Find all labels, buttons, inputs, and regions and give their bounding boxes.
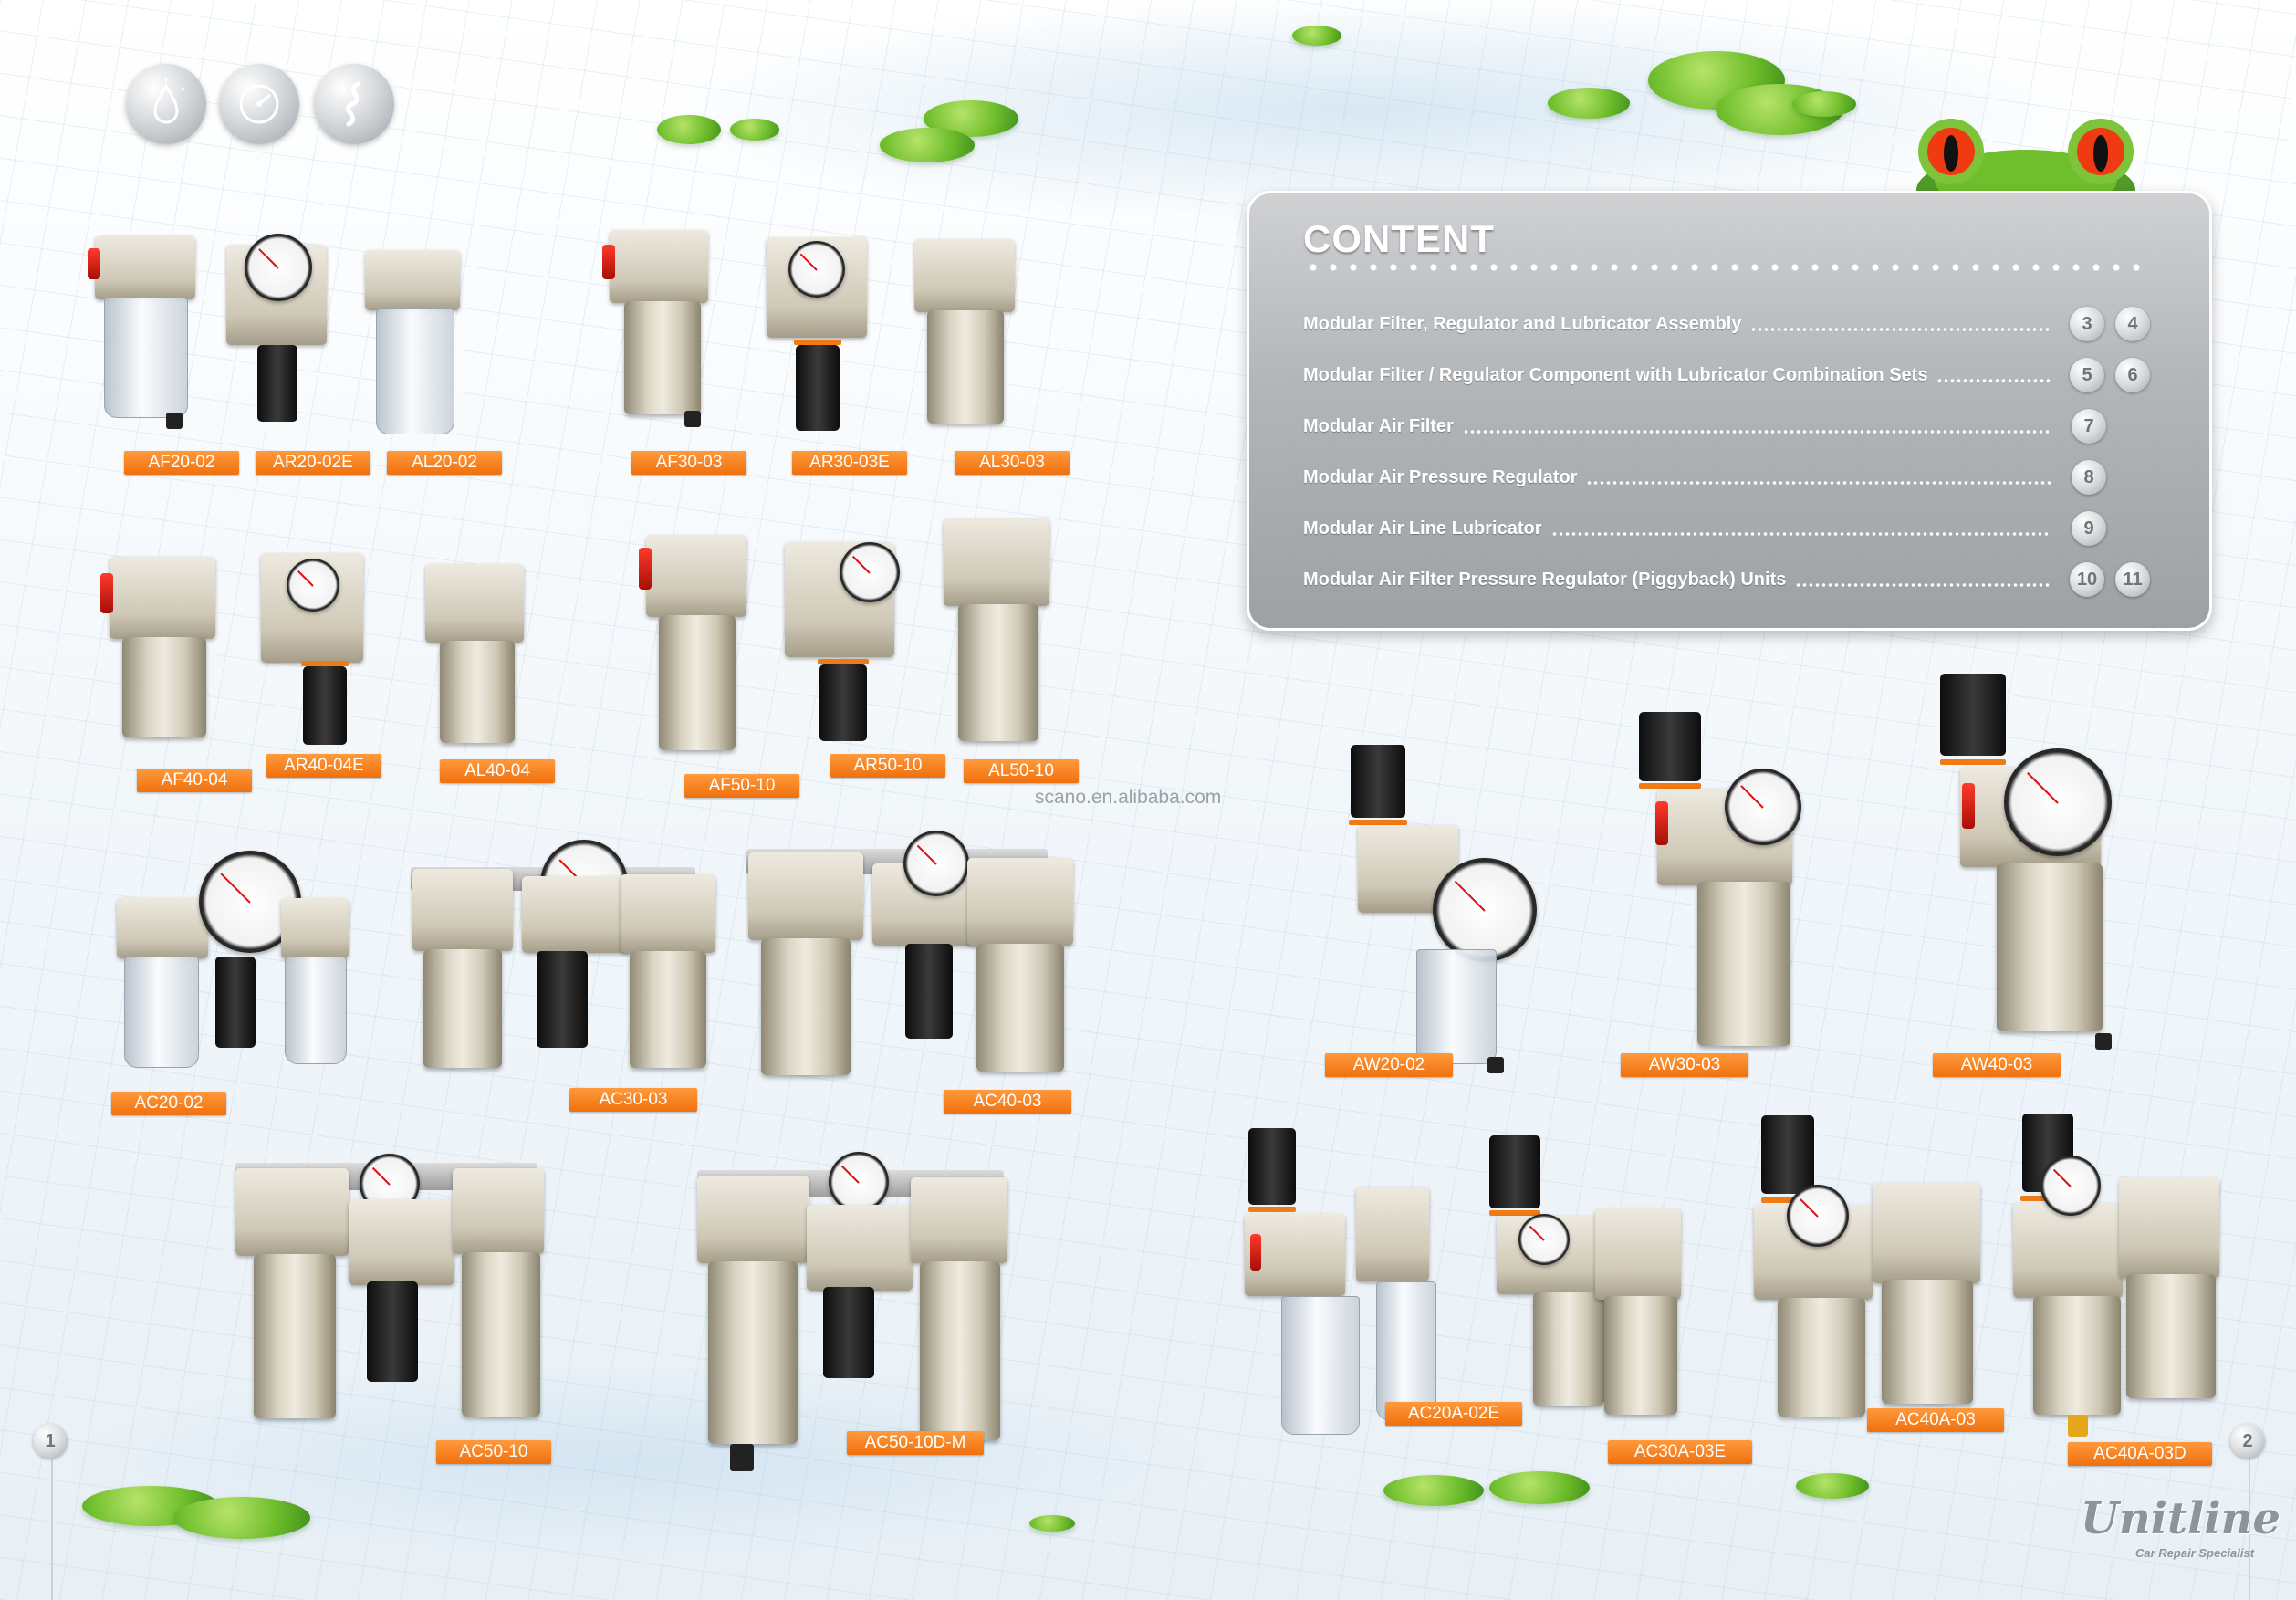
lily-pad [1489,1471,1590,1504]
product-label: AC20A-02E [1385,1402,1522,1426]
toc-leader [1550,532,2051,536]
product-label: AF50-10 [684,774,799,798]
toc-item[interactable]: Modular Filter, Regulator and Lubricator… [1303,307,2150,341]
gauge-icon [219,64,299,144]
product-label: AR40-04E [266,754,381,778]
product-label: AC50-10D-M [847,1431,984,1455]
toc-label: Modular Air Pressure Regulator [1303,466,1578,487]
page-number: 4 [2115,307,2150,341]
product-label: AL40-04 [440,759,555,783]
product-label: AF20-02 [124,451,239,475]
toc-item[interactable]: Modular Air Line Lubricator 9 [1303,511,2106,546]
product-label: AC30-03 [569,1088,697,1112]
product-label: AF40-04 [137,769,252,792]
page-number: 5 [2070,358,2104,392]
toc-leader [1795,583,2050,587]
toc-item[interactable]: Modular Air Filter 7 [1303,409,2106,444]
product-label: AL30-03 [955,451,1070,475]
lily-pad [1292,26,1341,46]
left-margin-line [51,1433,53,1600]
product-label: AW40-03 [1933,1053,2061,1077]
lily-pad [1792,91,1856,117]
page-number: 6 [2115,358,2150,392]
lily-pad [730,119,779,141]
page-number: 7 [2072,409,2106,444]
lily-pad [880,128,975,162]
toc-label: Modular Filter, Regulator and Lubricator… [1303,313,1742,334]
right-margin-line [2249,1433,2250,1600]
toc-label: Modular Air Line Lubricator [1303,518,1542,539]
product-label: AC50-10 [436,1440,551,1464]
lily-pad [173,1497,310,1539]
toc-leader [1462,430,2051,434]
page-number-right: 2 [2230,1424,2265,1459]
brand-logo: Unitline [2081,1493,2281,1544]
page-number: 8 [2072,460,2106,495]
product-label: AW20-02 [1325,1053,1453,1077]
toc-leader [1586,481,2051,485]
airflow-icon [314,64,394,144]
product-label: AC40A-03D [2068,1442,2212,1466]
watermark: scano.en.alibaba.com [1035,787,1222,808]
frog-icon [1916,119,2135,199]
lily-pad [1548,88,1630,119]
lily-pad [1029,1515,1075,1532]
product-label: AW30-03 [1621,1053,1748,1077]
content-title: CONTENT [1303,217,1495,260]
product-label: AF30-03 [631,451,746,475]
product-label: AR30-03E [792,451,907,475]
product-label: AC30A-03E [1608,1440,1752,1464]
page-number: 9 [2072,511,2106,546]
brand-tagline: Car Repair Specialist [2135,1546,2255,1560]
product-label: AL50-10 [964,759,1079,783]
product-label: AC40A-03 [1867,1408,2004,1432]
product-label: AR50-10 [830,754,945,778]
toc-label: Modular Air Filter [1303,415,1454,436]
toc-item[interactable]: Modular Air Pressure Regulator 8 [1303,460,2106,495]
product-label: AC20-02 [111,1092,226,1115]
lily-pad [1383,1475,1484,1506]
product-label: AR20-02E [256,451,370,475]
toc-label: Modular Filter / Regulator Component wit… [1303,364,1928,385]
page-number: 11 [2115,562,2150,597]
toc-leader [1750,328,2050,331]
toc-label: Modular Air Filter Pressure Regulator (P… [1303,569,1787,590]
water-drop-icon [126,64,206,144]
page-number: 3 [2070,307,2104,341]
page-number-left: 1 [33,1424,68,1459]
toc-leader [1936,379,2050,382]
toc-item[interactable]: Modular Filter / Regulator Component wit… [1303,358,2150,392]
toc-item[interactable]: Modular Air Filter Pressure Regulator (P… [1303,562,2150,597]
lily-pad [657,115,721,144]
page-number: 10 [2070,562,2104,597]
product-label: AL20-02 [387,451,502,475]
product-label: AC40-03 [944,1090,1071,1114]
title-dot-rule [1303,263,2152,272]
lily-pad [1796,1473,1869,1499]
